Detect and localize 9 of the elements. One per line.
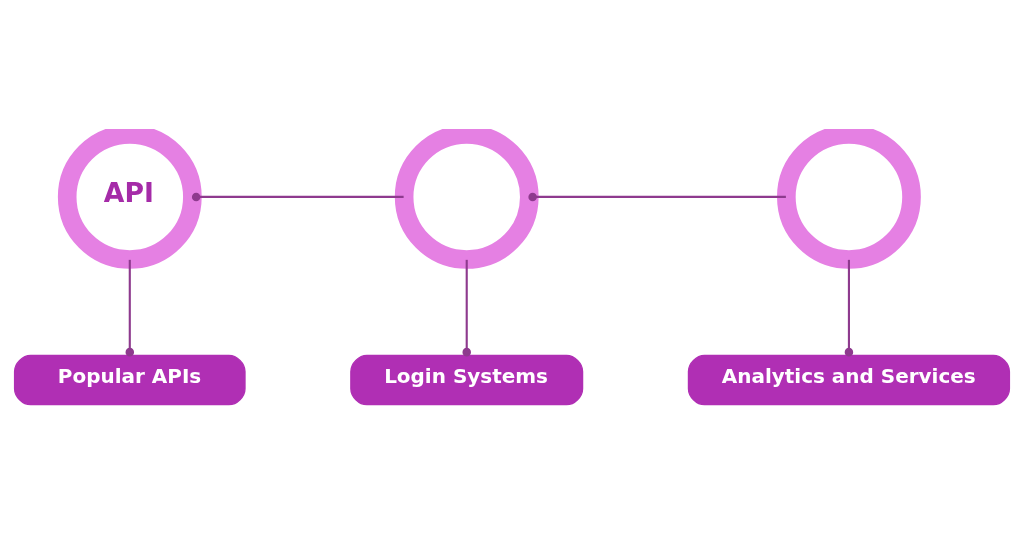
connector [528,192,786,201]
connector [125,259,135,356]
connector [844,259,854,356]
node-circle [777,128,921,269]
node-box: Popular APIs [13,354,246,405]
connector [191,192,404,201]
node-box: Analytics and Services [687,354,1011,405]
node-box: Login Systems [350,354,584,405]
connector [462,259,471,356]
